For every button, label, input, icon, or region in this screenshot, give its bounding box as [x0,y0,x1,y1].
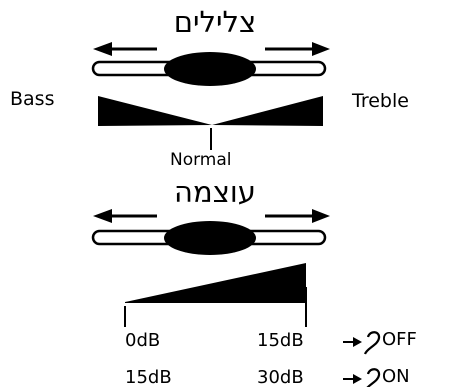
normal-label: Normal [170,150,232,170]
volume-left-arrow [93,209,157,223]
row-2-state-label: ON [382,366,410,387]
tone-title: צלילים [173,5,257,39]
volume-knob-body [164,221,256,255]
row-2-switch-icon [366,368,381,387]
tone-knob-body [164,52,256,86]
row-1-max-label: 15dB [257,330,304,351]
row-2-min-label: 15dB [125,367,172,388]
volume-knob [91,209,330,255]
tone-left-arrow [93,42,157,56]
treble-wedge [212,96,323,126]
tone-knob [91,42,330,86]
bass-label: Bass [10,88,55,110]
row-1-arrow [343,337,362,347]
row-2-arrow [343,374,362,384]
volume-ramp [125,263,306,303]
bass-wedge [98,96,212,126]
treble-label: Treble [352,90,409,112]
volume-title: עוצמה [174,175,256,209]
row-1-state-label: OFF [382,329,417,350]
tone-right-arrow [265,42,330,56]
row-2-max-label: 30dB [257,367,304,388]
volume-right-arrow [265,209,330,223]
row-1-switch-icon [363,331,381,355]
row-1-min-label: 0dB [125,330,161,351]
